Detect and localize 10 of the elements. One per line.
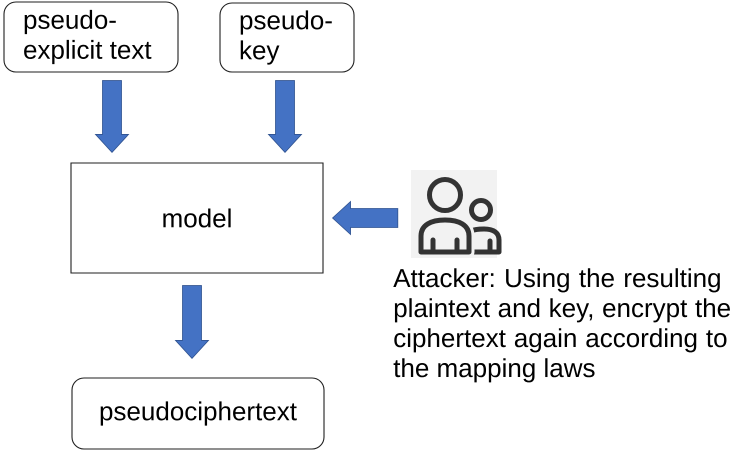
caption-text: Attacker: Using the resulting plaintext and key, encrypt the ciphertext again according to the mapping laws bbox=[393, 268, 730, 382]
output-box: pseudociphertext bbox=[71, 377, 325, 450]
input-box: pseudo-explicit text bbox=[3, 1, 179, 73]
model-box: model bbox=[70, 162, 324, 274]
block-arrow bbox=[174, 285, 210, 360]
block-arrow bbox=[268, 80, 302, 154]
people-icon bbox=[411, 170, 502, 258]
input-box: pseudo-key bbox=[219, 2, 355, 73]
block-arrow bbox=[332, 200, 398, 236]
block-arrow bbox=[94, 80, 130, 154]
